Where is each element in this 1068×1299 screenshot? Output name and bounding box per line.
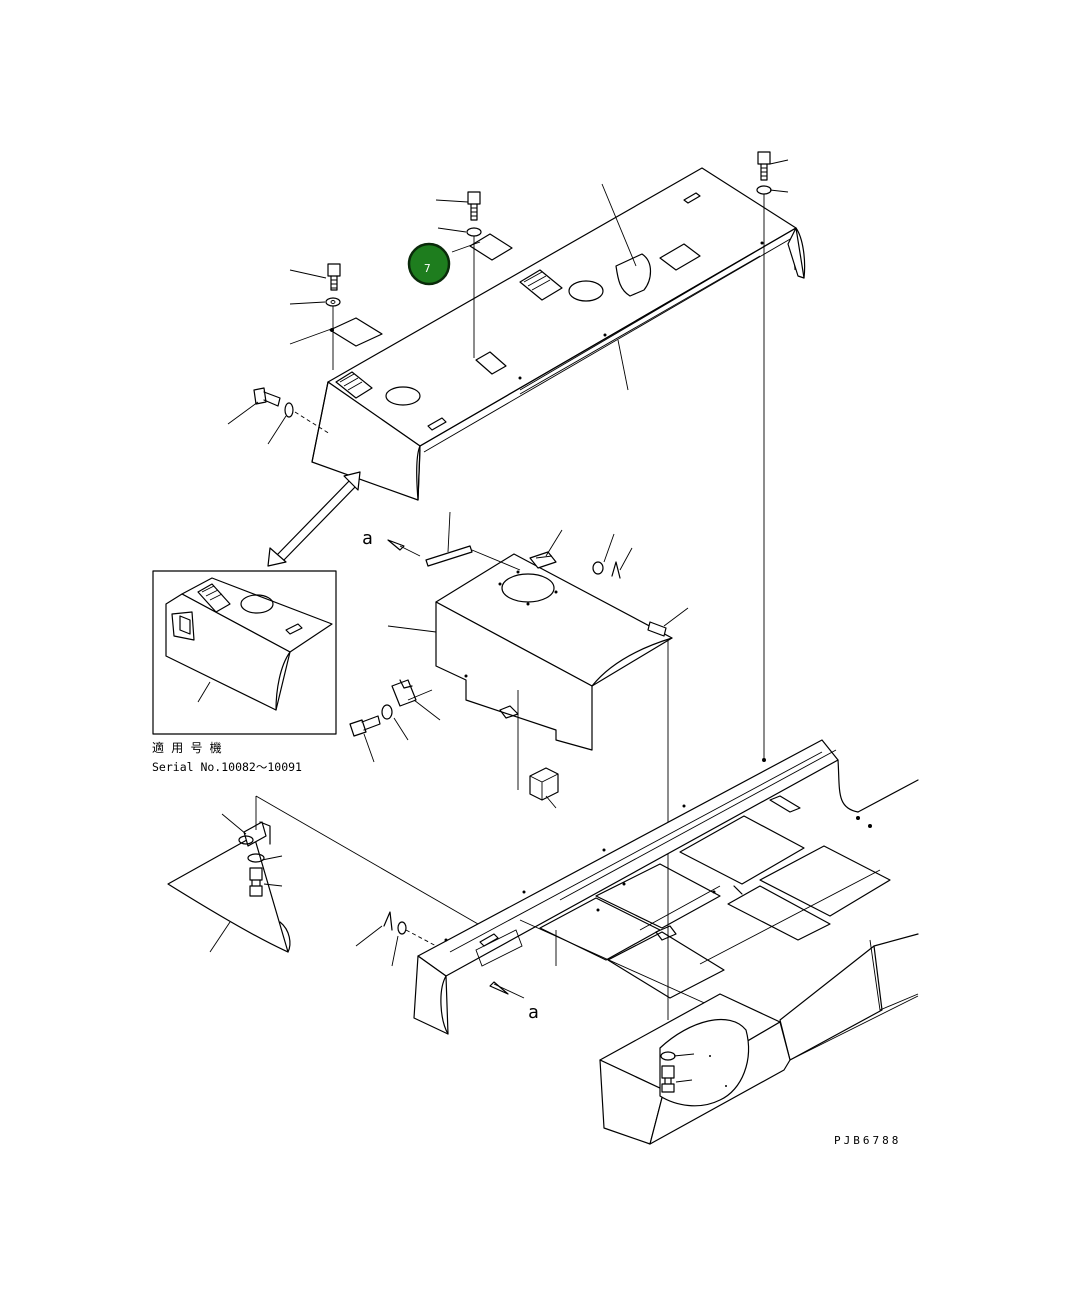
tank-cover-assembly: a <box>349 511 689 1020</box>
bolt-right-upper <box>757 151 771 181</box>
drawing-code: PJB6788 <box>834 1134 901 1147</box>
inset-detail: 適 用 号 機 Serial No.10082～10091 <box>152 570 337 774</box>
bolt-horizontal-left <box>253 387 281 407</box>
main-frame: a <box>413 739 919 1145</box>
bolt-left-upper <box>327 263 341 291</box>
item-badge[interactable]: 7 <box>407 242 451 286</box>
inset-pointer-arrow <box>267 471 361 567</box>
inset-caption-serial: Serial No.10082～10091 <box>152 760 302 774</box>
floor-plate-assembly <box>167 795 479 967</box>
bolt-mid-upper <box>467 191 481 221</box>
item-badge-label: 7 <box>424 262 431 275</box>
callout-a-lower: a <box>528 1002 539 1023</box>
top-cover-assembly <box>227 151 806 758</box>
callout-a-upper: a <box>362 528 373 549</box>
inset-caption-jp: 適 用 号 機 <box>152 740 222 755</box>
